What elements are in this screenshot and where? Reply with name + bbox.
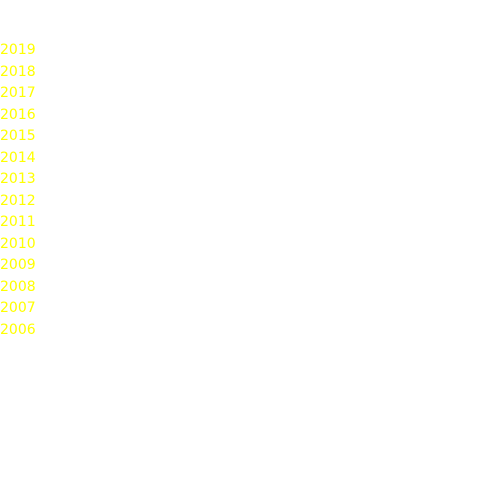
year-item-2014[interactable]: 2014 <box>0 149 36 166</box>
year-item-2018[interactable]: 2018 <box>0 63 36 80</box>
year-item-2015[interactable]: 2015 <box>0 128 36 144</box>
year-item-2011[interactable]: 2011 <box>0 214 36 230</box>
year-item-2016[interactable]: 2016 <box>0 106 36 123</box>
year-item-2019[interactable]: 2019 <box>0 42 36 58</box>
year-list: 2019 2018 2017 2016 2015 2014 2013 2012 … <box>0 40 36 341</box>
year-item-2017[interactable]: 2017 <box>0 85 36 101</box>
year-item-2013[interactable]: 2013 <box>0 171 36 187</box>
year-item-2007[interactable]: 2007 <box>0 300 36 316</box>
year-item-2009[interactable]: 2009 <box>0 257 36 273</box>
year-item-2010[interactable]: 2010 <box>0 235 36 252</box>
year-item-2008[interactable]: 2008 <box>0 278 36 295</box>
year-item-2012[interactable]: 2012 <box>0 192 36 209</box>
year-item-2006[interactable]: 2006 <box>0 321 36 338</box>
